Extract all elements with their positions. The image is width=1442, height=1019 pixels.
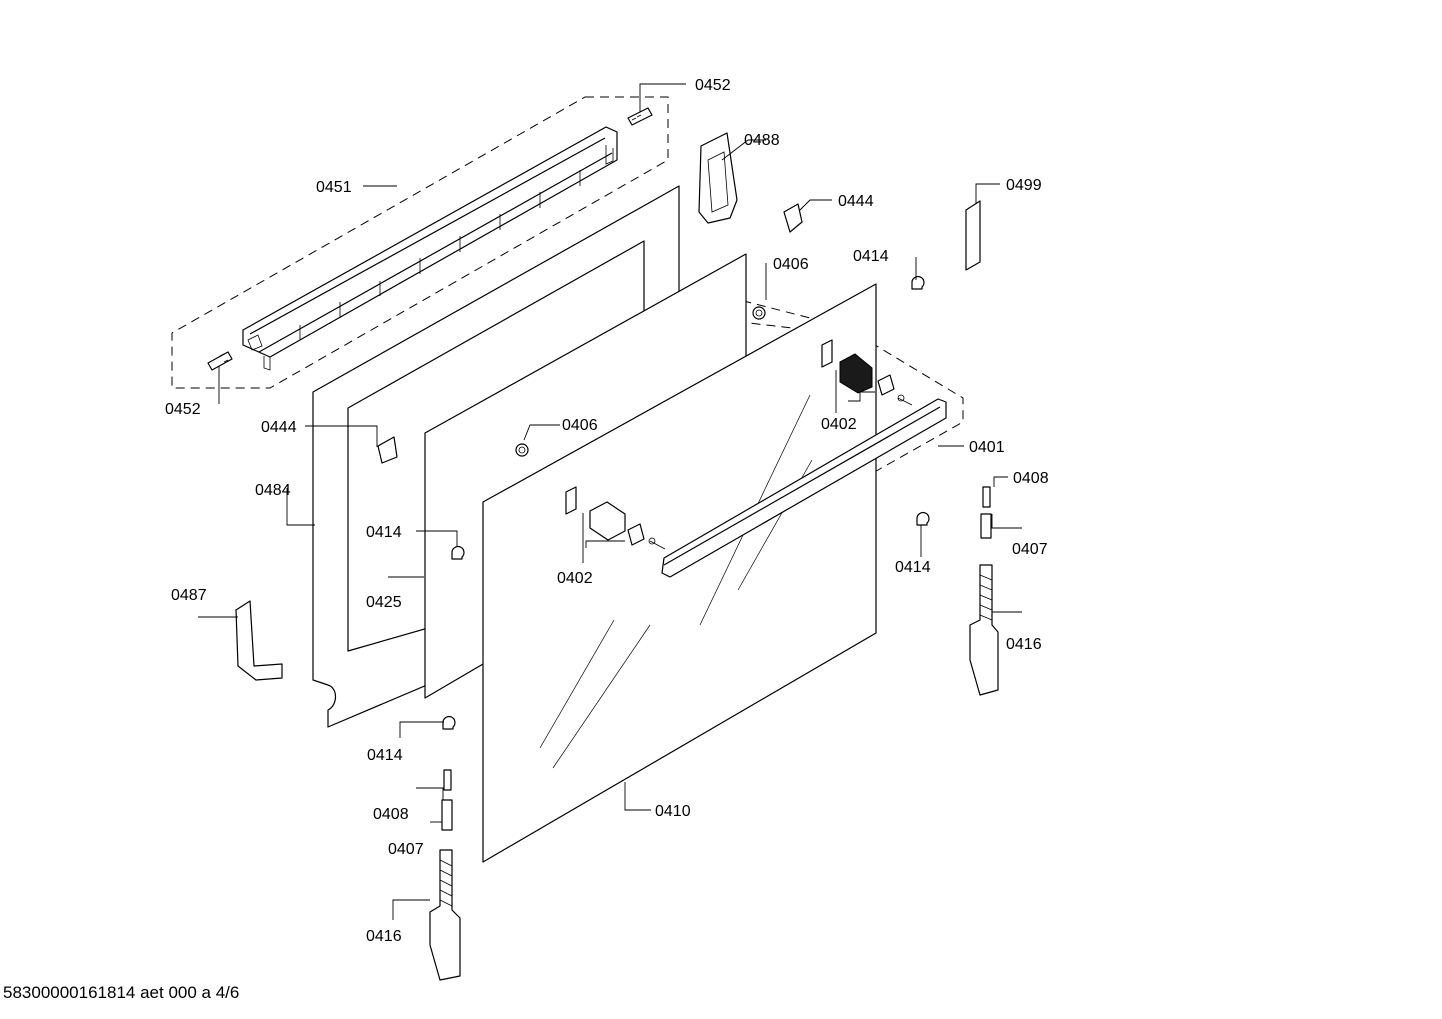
label-0416-right: 0416	[1006, 636, 1042, 653]
label-0444-left: 0444	[261, 419, 297, 436]
handle	[648, 394, 947, 578]
stop-mid	[451, 545, 465, 560]
stop-right	[916, 511, 930, 526]
label-0414-right: 0414	[895, 559, 931, 576]
label-0414-mid: 0414	[366, 524, 402, 541]
bracket-left	[235, 600, 283, 681]
pin-right	[982, 486, 991, 508]
sleeve-right	[980, 513, 992, 539]
label-0407-lower: 0407	[388, 841, 424, 858]
label-0452-top: 0452	[695, 77, 731, 94]
outer-glass	[482, 283, 877, 863]
label-0451: 0451	[316, 179, 352, 196]
label-0452-left: 0452	[165, 401, 201, 418]
label-0408-right: 0408	[1013, 470, 1049, 487]
leader-lines	[198, 83, 1022, 920]
document-code: 58300000161814 aet 000 a 4/6	[3, 983, 239, 1002]
label-0414-lower: 0414	[367, 747, 403, 764]
handle-holder-lower	[565, 486, 645, 546]
pin-lower	[443, 769, 452, 791]
label-0410: 0410	[655, 803, 691, 820]
pin-left	[207, 351, 233, 371]
stop-upper	[911, 275, 925, 290]
assembly-outline-handle	[499, 299, 964, 593]
label-0406-lower: 0406	[562, 417, 598, 434]
label-0407-right: 0407	[1012, 541, 1048, 558]
hinge-right	[969, 564, 999, 696]
hinge-lower	[429, 849, 461, 981]
label-0488: 0488	[744, 132, 780, 149]
plate	[965, 200, 981, 271]
label-0402-lower: 0402	[557, 570, 593, 587]
clip-right	[783, 203, 803, 233]
stop-lower	[442, 715, 456, 730]
buffer-lower	[515, 443, 529, 457]
label-0402-upper: 0402	[821, 416, 857, 433]
buffer-upper	[752, 306, 766, 320]
label-0425: 0425	[366, 594, 402, 611]
pin-top	[627, 107, 653, 126]
label-0487: 0487	[171, 587, 207, 604]
label-0484: 0484	[255, 482, 291, 499]
handle-holder-upper	[821, 339, 895, 396]
label-0408-lower: 0408	[373, 806, 409, 823]
assembly-outline-top	[171, 96, 669, 389]
label-0414-upper: 0414	[853, 248, 889, 265]
label-0499: 0499	[1006, 177, 1042, 194]
label-0401: 0401	[969, 439, 1005, 456]
label-0416-lower: 0416	[366, 928, 402, 945]
label-0406-upper: 0406	[773, 256, 809, 273]
sleeve-lower	[441, 799, 453, 831]
clip-left	[377, 436, 398, 464]
label-0444-right: 0444	[838, 193, 874, 210]
top-strip	[242, 126, 618, 371]
bracket-right	[698, 132, 738, 224]
